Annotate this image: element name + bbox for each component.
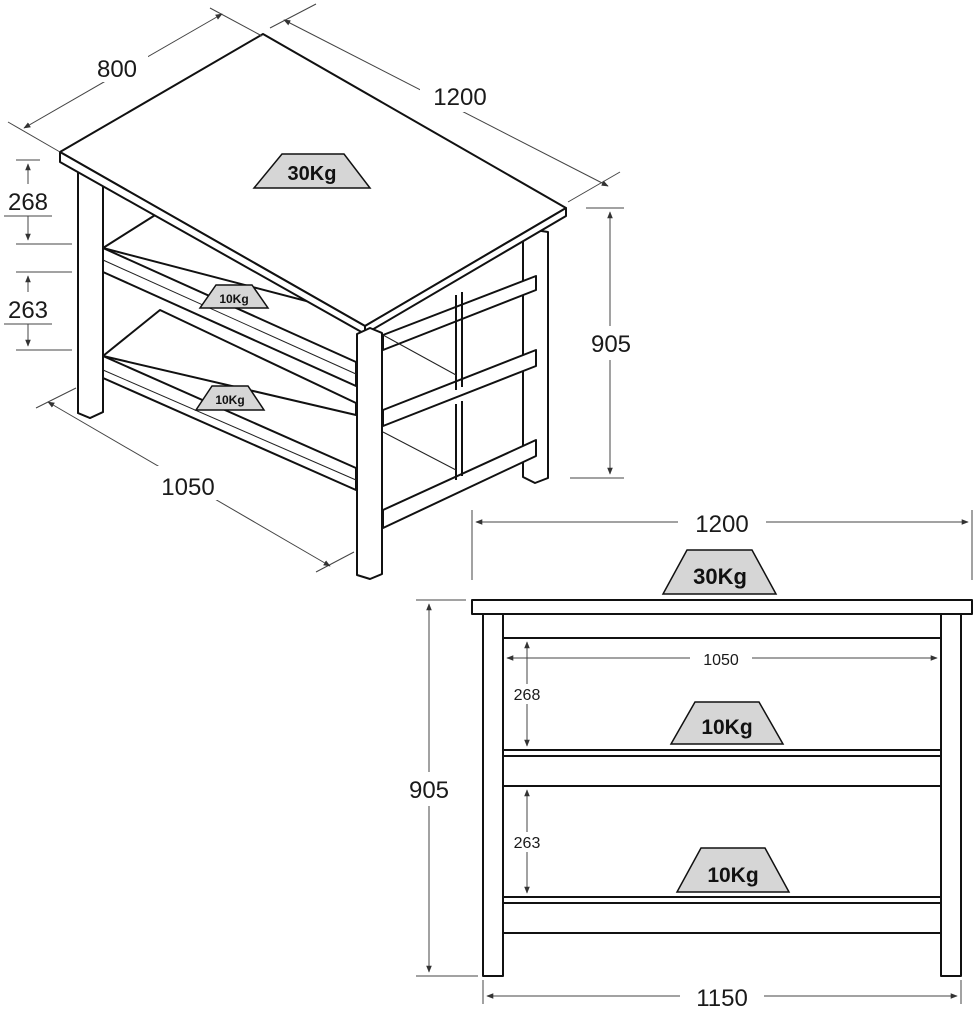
width-dimension: 1200 <box>269 3 621 203</box>
front-right-leg <box>940 613 962 977</box>
depth-label: 800 <box>97 56 137 83</box>
front-left-leg <box>482 613 504 977</box>
front-bottom-shelf <box>502 896 942 934</box>
front-shelf-length-label: 1050 <box>703 652 739 669</box>
height-dimension: 905 <box>570 207 640 479</box>
width-label: 1200 <box>433 84 486 111</box>
front-lower-gap-label: 263 <box>514 835 541 852</box>
front-left-leg <box>77 169 104 419</box>
front-table-top <box>471 599 973 615</box>
top-load-label: 30Kg <box>288 163 337 185</box>
front-shelf-length-dimension: 1050 <box>506 648 938 669</box>
bottom-shelf-load-label: 10Kg <box>215 393 244 407</box>
front-lower-gap-dimension: 263 <box>506 789 548 894</box>
front-view: 1200 30Kg 1050 <box>400 506 973 1010</box>
front-upper-gap-dimension: 268 <box>506 641 548 747</box>
front-width-label: 1200 <box>695 511 748 538</box>
front-right-leg <box>356 327 383 580</box>
front-top-load-badge: 30Kg <box>661 549 778 595</box>
shelf-length-label: 1050 <box>161 474 214 501</box>
front-height-label: 905 <box>409 777 449 804</box>
front-width-dimension: 1200 <box>471 506 973 580</box>
front-top-load-label: 30Kg <box>693 564 747 589</box>
front-bottom-load-label: 10Kg <box>707 864 758 887</box>
middle-shelf-load-badge: 10Kg <box>198 284 270 309</box>
middle-shelf-load-label: 10Kg <box>219 292 248 306</box>
front-base-length-dimension: 1150 <box>482 980 962 1010</box>
upper-gap-dimension: 268 <box>0 159 72 245</box>
front-bottom-load-badge: 10Kg <box>675 847 791 893</box>
front-top-rail <box>502 613 942 639</box>
front-upper-gap-label: 268 <box>514 687 541 704</box>
shelf-length-dimension: 1050 <box>35 387 355 573</box>
upper-gap-label: 268 <box>8 189 48 216</box>
front-middle-load-badge: 10Kg <box>669 701 785 745</box>
lower-gap-dimension: 263 <box>0 271 72 351</box>
side-cubbies <box>382 275 537 529</box>
lower-gap-label: 263 <box>8 297 48 324</box>
isometric-view: 30Kg 10Kg 10Kg 800 1200 <box>0 3 640 580</box>
depth-dimension: 800 <box>7 7 263 153</box>
front-middle-shelf <box>502 749 942 787</box>
front-base-length-label: 1150 <box>696 985 748 1010</box>
front-height-dimension: 905 <box>400 599 478 977</box>
height-label: 905 <box>591 331 631 358</box>
front-middle-load-label: 10Kg <box>701 716 752 739</box>
